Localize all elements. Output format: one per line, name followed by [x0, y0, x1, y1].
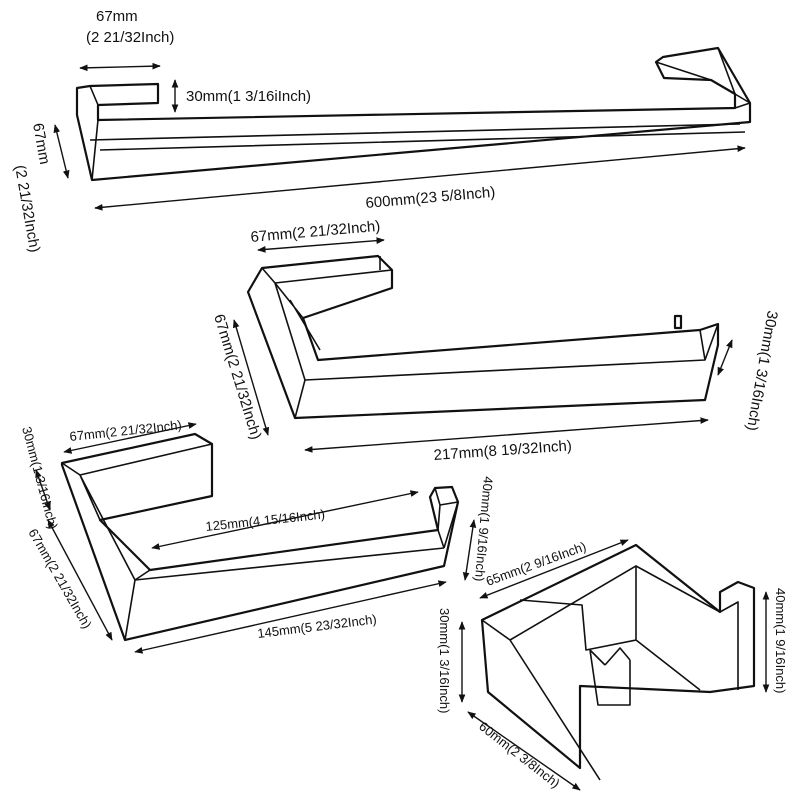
paper-holder-depth-arrow: [232, 319, 270, 436]
robe-hook-height-label: 30mm(1 3/16Inch): [437, 608, 452, 714]
paper-holder-inner-edge: [261, 256, 719, 419]
towel-ring-post-label: 40mm(1 9/16Inch): [472, 476, 496, 582]
paper-holder-width-arrow: [257, 237, 385, 253]
robe-hook-depth-arrow: [467, 711, 581, 791]
robe-hook-inner-edge: [481, 565, 739, 781]
towel-ring-depth-arrow: [47, 519, 113, 641]
robe-hook-drawing: [480, 543, 756, 781]
towel-ring-height-arrow: [35, 469, 51, 511]
towel-bar-outline: [75, 46, 752, 182]
towel-ring-height-label: 30mm(1 3/16Inch): [19, 425, 61, 531]
towel-bar-height-label: 30mm(1 3/16iInch): [186, 88, 311, 105]
towel-bar-depth-label-inch: (2 21/32Inch): [11, 164, 43, 254]
paper-holder-length-label: 217mm(8 19/32Inch): [433, 437, 572, 464]
paper-holder-length-arrow: [304, 417, 709, 453]
towel-bar-width-label-inch: (2 21/32Inch): [86, 29, 174, 46]
paper-holder-height-arrow: [717, 339, 733, 376]
towel-ring-inner-edge: [61, 443, 459, 641]
robe-hook-width-arrow: [479, 539, 629, 599]
towel-ring-length-label: 145mm(5 23/32Inch): [257, 611, 378, 641]
towel-bar-depth-arrow: [53, 124, 70, 179]
towel-ring-width-arrow: [63, 422, 197, 454]
towel-ring-post-arrow: [462, 519, 477, 581]
towel-bar-depth-label: 67mm: [29, 122, 53, 166]
towel-bar-length-label: 600mm(23 5/8Inch): [365, 184, 496, 212]
towel-bar-width-label: 67mm: [96, 8, 138, 25]
paper-holder-pin: [673, 314, 683, 330]
towel-ring-length-arrow: [134, 580, 447, 654]
paper-holder-height-label: 30mm(1 3/16Inch): [743, 309, 781, 432]
towel-ring-inner-arrow: [151, 490, 419, 550]
paper-holder-drawing: [246, 254, 720, 420]
robe-hook-outline: [480, 543, 756, 770]
towel-ring-drawing: [60, 432, 460, 642]
towel-bar-drawing: [75, 46, 752, 182]
robe-hook-post-label: 40mm(1 9/16Inch): [773, 588, 788, 694]
paper-holder-outline: [246, 254, 720, 420]
towel-bar-length-arrow: [94, 145, 746, 211]
towel-bar-width-arrow: [79, 62, 161, 72]
towel-ring-inner-label: 125mm(4 15/16Inch): [205, 507, 326, 534]
